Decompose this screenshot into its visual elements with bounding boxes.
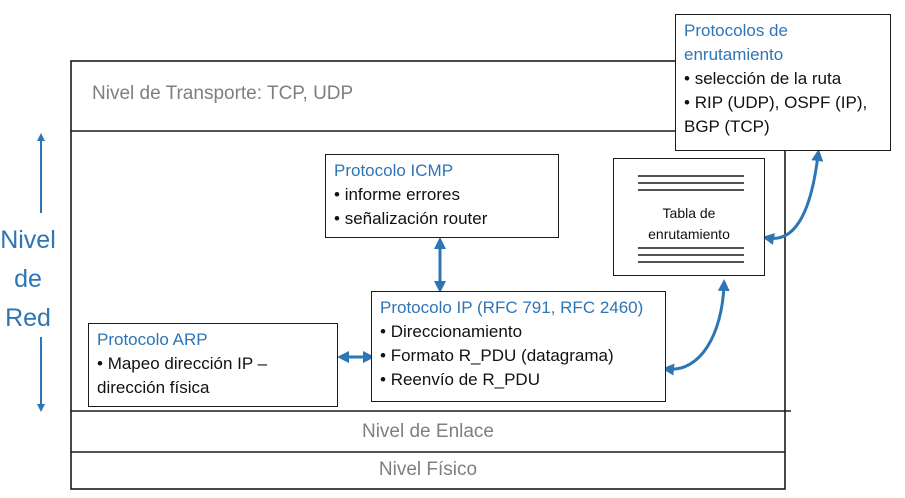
arp-item: Mapeo dirección IP – <box>97 352 329 376</box>
routing-protocols-item: selección de la ruta <box>684 67 882 91</box>
stack-frame <box>70 60 786 490</box>
icmp-item: señalización router <box>334 207 550 231</box>
table-lines <box>638 175 744 263</box>
ip-box: Protocolo IP (RFC 791, RFC 2460) Direcci… <box>371 291 666 402</box>
network-level-label: Nivel de Red <box>0 221 56 338</box>
routing-protocols-item-cont: BGP (TCP) <box>684 117 770 136</box>
routing-protocols-box: Protocolos de enrutamiento selección de … <box>675 14 891 151</box>
ip-item: Direccionamiento <box>380 320 657 344</box>
routing-table-box: Tabla de enrutamiento <box>613 158 765 276</box>
link-layer-label: Nivel de Enlace <box>361 421 495 442</box>
icmp-box: Protocolo ICMP informe errores señalizac… <box>325 154 559 238</box>
physical-layer-label: Nivel Físico <box>378 459 478 480</box>
network-label-line: de <box>14 265 42 293</box>
routing-protocols-title: Protocolos de <box>684 21 788 40</box>
network-label-line: Nivel <box>0 226 56 254</box>
icmp-item: informe errores <box>334 183 550 207</box>
ip-title: Protocolo IP (RFC 791, RFC 2460) <box>380 298 644 317</box>
ip-item: Reenvío de R_PDU <box>380 368 657 392</box>
routing-protocols-item: RIP (UDP), OSPF (IP), <box>684 91 882 115</box>
ip-item: Formato R_PDU (datagrama) <box>380 344 657 368</box>
table-routing-arrow <box>762 149 824 245</box>
routing-table-label: Tabla de enrutamiento <box>614 203 764 245</box>
arp-box: Protocolo ARP Mapeo dirección IP – direc… <box>88 323 338 407</box>
icmp-title: Protocolo ICMP <box>334 161 454 180</box>
routing-table-line: Tabla de <box>662 205 716 221</box>
transport-layer-label: Nivel de Transporte: TCP, UDP <box>92 83 354 104</box>
arp-item-cont: dirección física <box>97 378 210 397</box>
arp-title: Protocolo ARP <box>97 330 208 349</box>
routing-protocols-title: enrutamiento <box>684 45 784 64</box>
network-label-line: Red <box>5 304 51 332</box>
routing-table-line: enrutamiento <box>648 226 730 242</box>
ip-table-arrow <box>662 279 730 376</box>
